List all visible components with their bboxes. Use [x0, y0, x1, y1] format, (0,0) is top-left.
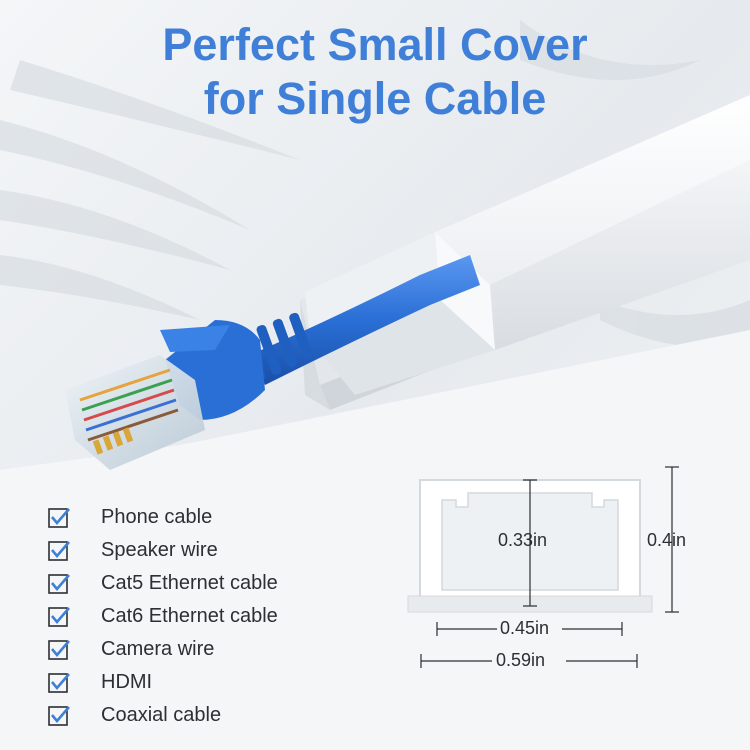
checkbox-icon: [48, 541, 70, 561]
list-item-label: Speaker wire: [101, 538, 218, 561]
table-surface: [0, 330, 750, 750]
list-item: Cat5 Ethernet cable: [48, 569, 278, 597]
outer-width-label: 0.59in: [496, 650, 546, 670]
rj45-plug: [65, 355, 205, 470]
inner-height-label: 0.33in: [498, 530, 548, 550]
headline-line-1: Perfect Small Cover: [162, 19, 588, 70]
headline-line-2: for Single Cable: [203, 73, 547, 124]
list-item-label: HDMI: [101, 670, 153, 693]
ethernet-cable: [160, 255, 480, 420]
checkbox-icon: [48, 640, 70, 660]
inner-width-label: 0.45in: [500, 618, 550, 638]
list-item: Coaxial cable: [48, 701, 221, 729]
list-item-label: Phone cable: [101, 505, 213, 528]
list-item: Phone cable: [48, 503, 212, 531]
list-item: HDMI: [48, 668, 152, 696]
list-item-label: Camera wire: [101, 637, 215, 660]
list-item: Camera wire: [48, 635, 214, 663]
list-item-label: Coaxial cable: [101, 703, 222, 726]
checkbox-icon: [48, 508, 70, 528]
checkbox-icon: [48, 574, 70, 594]
list-item: Cat6 Ethernet cable: [48, 602, 278, 630]
checkbox-icon: [48, 607, 70, 627]
checkbox-icon: [48, 706, 70, 726]
list-item-label: Cat6 Ethernet cable: [101, 604, 278, 627]
cross-section-diagram: [407, 466, 679, 668]
list-item: Speaker wire: [48, 536, 218, 564]
list-item-label: Cat5 Ethernet cable: [101, 571, 278, 594]
outer-height-label: 0.4in: [647, 530, 687, 550]
checkbox-icon: [48, 673, 70, 693]
cable-cover: [300, 95, 750, 410]
headline: Perfect Small Cover for Single Cable: [0, 18, 750, 126]
